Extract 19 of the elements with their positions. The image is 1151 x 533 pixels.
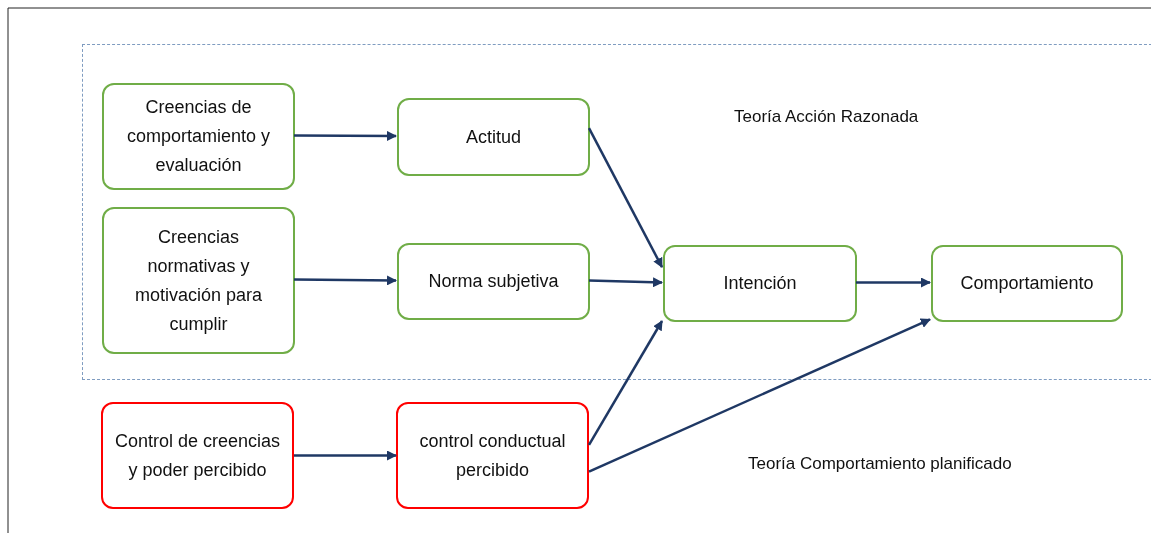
process-box: Intención [663, 245, 857, 322]
process-box: Control de creencias y poder percibido [101, 402, 294, 509]
arrow [294, 275, 397, 286]
region-title: Teoría Acción Razonada [734, 107, 919, 127]
process-box: Comportamiento [931, 245, 1123, 322]
process-box: control conductual percibido [396, 402, 589, 509]
arrow [856, 277, 931, 288]
arrow [294, 130, 397, 141]
arrow [294, 450, 397, 461]
arrow [588, 318, 931, 473]
process-box: Norma subjetiva [397, 243, 590, 320]
process-box: Creencias normativas y motivación para cumplir [102, 207, 295, 354]
process-box: Actitud [397, 98, 590, 176]
arrow [588, 277, 663, 288]
arrow [587, 320, 664, 446]
annotation-text: Teoría Comportamiento planificado [748, 454, 1012, 474]
dashed-region [82, 44, 1151, 380]
arrow [587, 127, 664, 268]
process-box: Creencias de comportamiento y evaluación [102, 83, 295, 190]
